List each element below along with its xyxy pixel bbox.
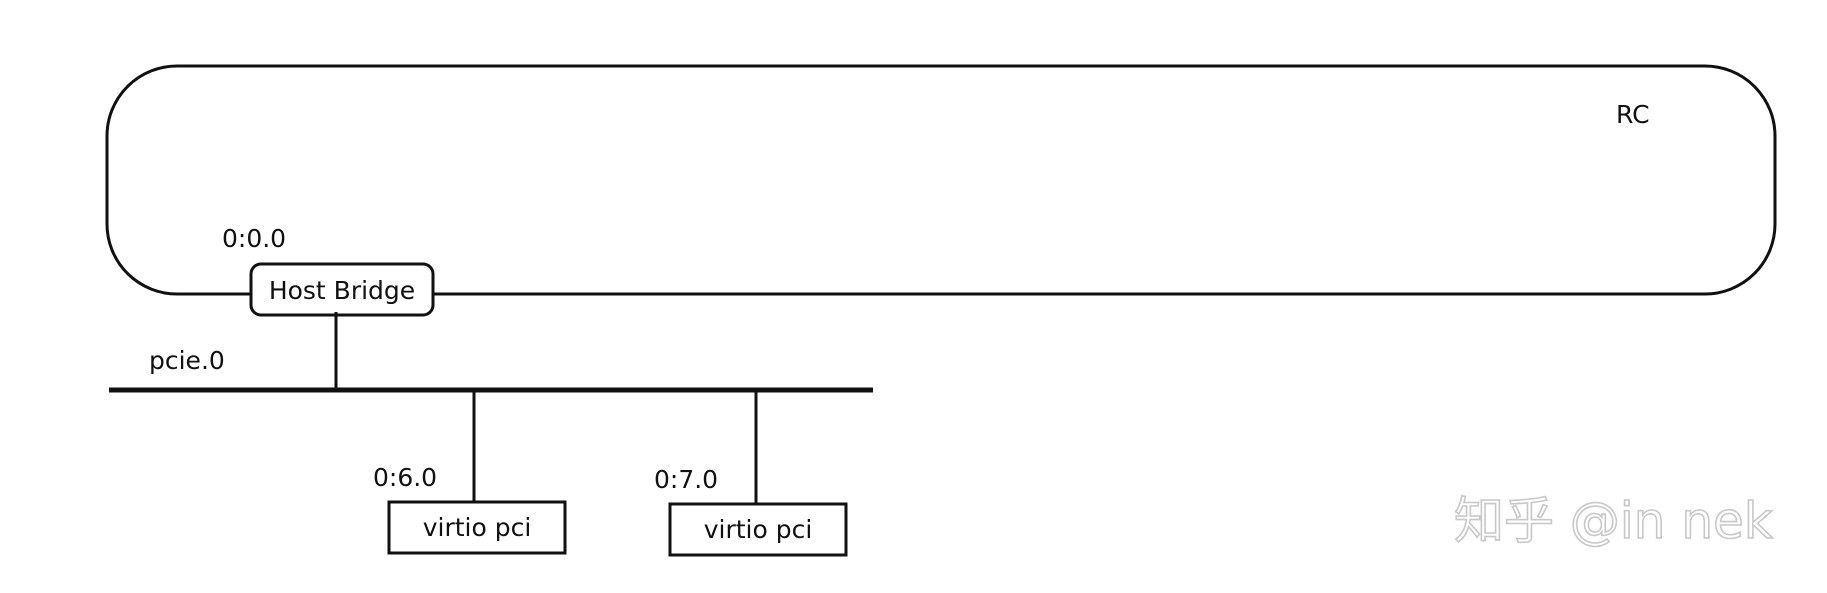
host-bridge-address: 0:0.0 [222, 224, 286, 253]
device-address: 0:6.0 [373, 463, 437, 492]
rc-box [105, 64, 1777, 296]
rc-label: RC [1616, 100, 1650, 129]
device-address: 0:7.0 [654, 465, 718, 494]
device-label: virtio pci [423, 513, 532, 542]
device-label: virtio pci [704, 515, 813, 544]
bus-label: pcie.0 [149, 346, 225, 375]
watermark-text: 知乎 @in nek [1454, 492, 1773, 550]
device-box [387, 500, 567, 555]
host-bridge-box [249, 262, 435, 317]
host-bridge-label: Host Bridge [269, 276, 415, 305]
device-box [668, 502, 848, 557]
